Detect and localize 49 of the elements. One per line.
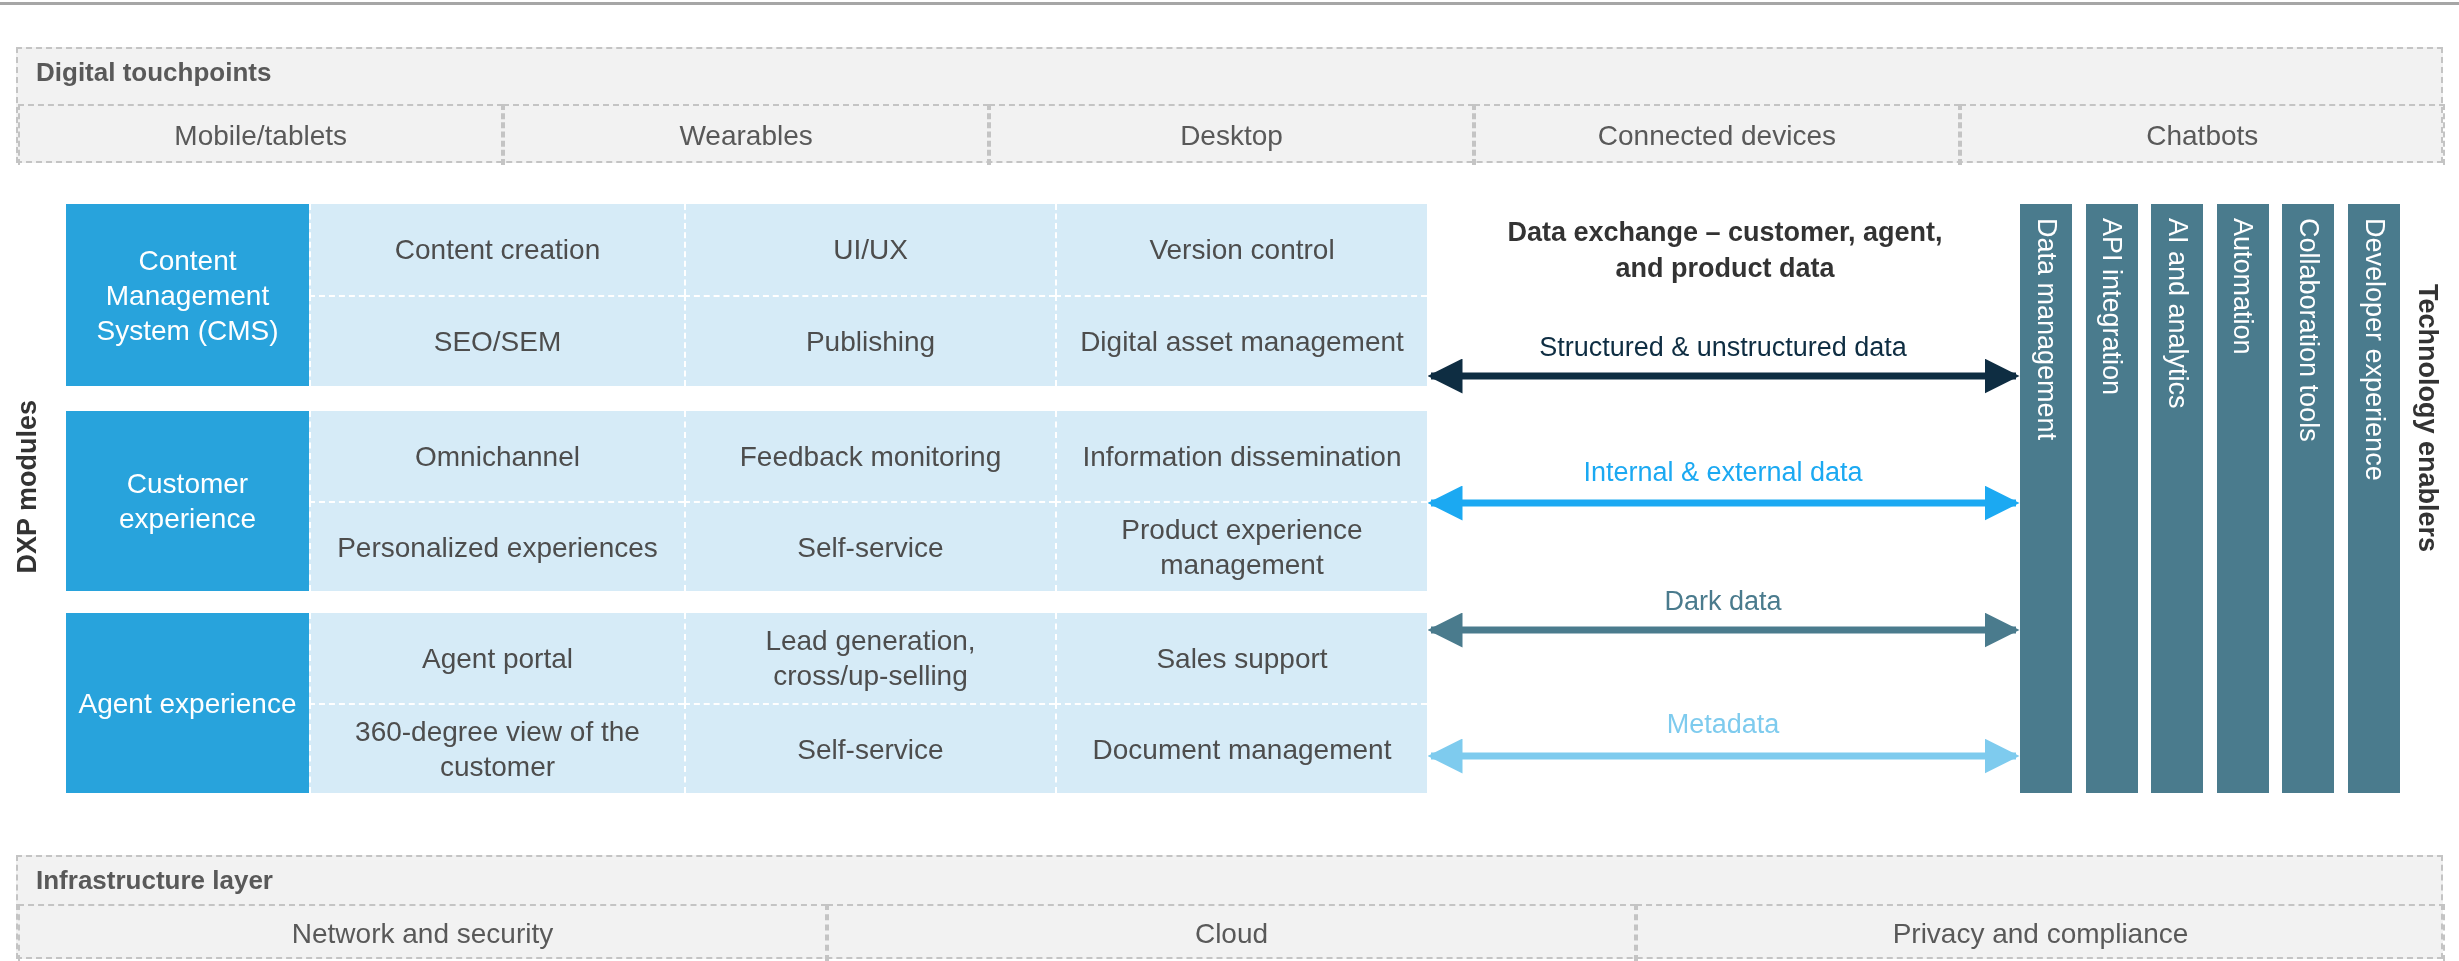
side-heading: Technology enablers — [2413, 284, 2443, 553]
enabler-bar: Developer experience — [2348, 204, 2400, 793]
layer-item: Privacy and compliance — [1636, 904, 2445, 961]
enabler-bar: AI and analytics — [2151, 204, 2204, 793]
module-band — [66, 411, 1427, 591]
section-heading: Data exchange – customer, agent, and product data — [1506, 216, 1944, 286]
layer-item: Chatbots — [1959, 104, 2445, 165]
module-cell: Content creation — [309, 204, 684, 295]
module-cell: UI/UX — [684, 204, 1055, 295]
module-cell: Self-service — [684, 703, 1055, 793]
module-cell: 360-degree view of the customer — [309, 703, 684, 793]
layer-item: Cloud — [827, 904, 1636, 961]
double-arrow — [1427, 358, 2020, 394]
module-heading: Customer experience — [66, 411, 309, 591]
module-cell: Feedback monitoring — [684, 411, 1055, 501]
module-cell: Personalized experiences — [309, 501, 684, 591]
module-cell: Lead generation, cross/up-selling — [684, 613, 1055, 703]
module-heading: Agent experience — [66, 613, 309, 793]
side-heading: DXP modules — [12, 400, 42, 574]
module-cell: Document management — [1055, 703, 1427, 793]
layer-band — [16, 855, 2443, 959]
layer-band — [16, 47, 2443, 163]
layer-item: Wearables — [503, 104, 989, 165]
module-cell: Self-service — [684, 501, 1055, 591]
layer-item: Connected devices — [1474, 104, 1960, 165]
double-arrow — [1427, 612, 2020, 648]
layer-heading: Infrastructure layer — [36, 865, 273, 895]
module-cell: Digital asset management — [1055, 295, 1427, 386]
module-cell: Version control — [1055, 204, 1427, 295]
module-cell: SEO/SEM — [309, 295, 684, 386]
enabler-bar: Collaboration tools — [2282, 204, 2335, 793]
enabler-bar: API integration — [2085, 204, 2138, 793]
module-cell: Omnichannel — [309, 411, 684, 501]
module-cell: Sales support — [1055, 613, 1427, 703]
layer-item: Desktop — [988, 104, 1475, 165]
module-cell: Publishing — [684, 295, 1055, 386]
enabler-bar: Automation — [2216, 204, 2269, 793]
module-band — [66, 204, 1427, 386]
layer-item: Network and security — [18, 904, 827, 961]
module-heading: Content Management System (CMS) — [66, 204, 309, 386]
module-cell: Agent portal — [309, 613, 684, 703]
double-arrow — [1427, 738, 2020, 774]
module-cell: Information dissemination — [1055, 411, 1427, 501]
enabler-bar: Data management — [2020, 204, 2072, 793]
double-arrow — [1427, 485, 2020, 521]
layer-item: Mobile/tablets — [18, 104, 504, 165]
layer-heading: Digital touchpoints — [36, 57, 272, 87]
module-cell: Product experience management — [1055, 501, 1427, 591]
module-band — [66, 613, 1427, 793]
